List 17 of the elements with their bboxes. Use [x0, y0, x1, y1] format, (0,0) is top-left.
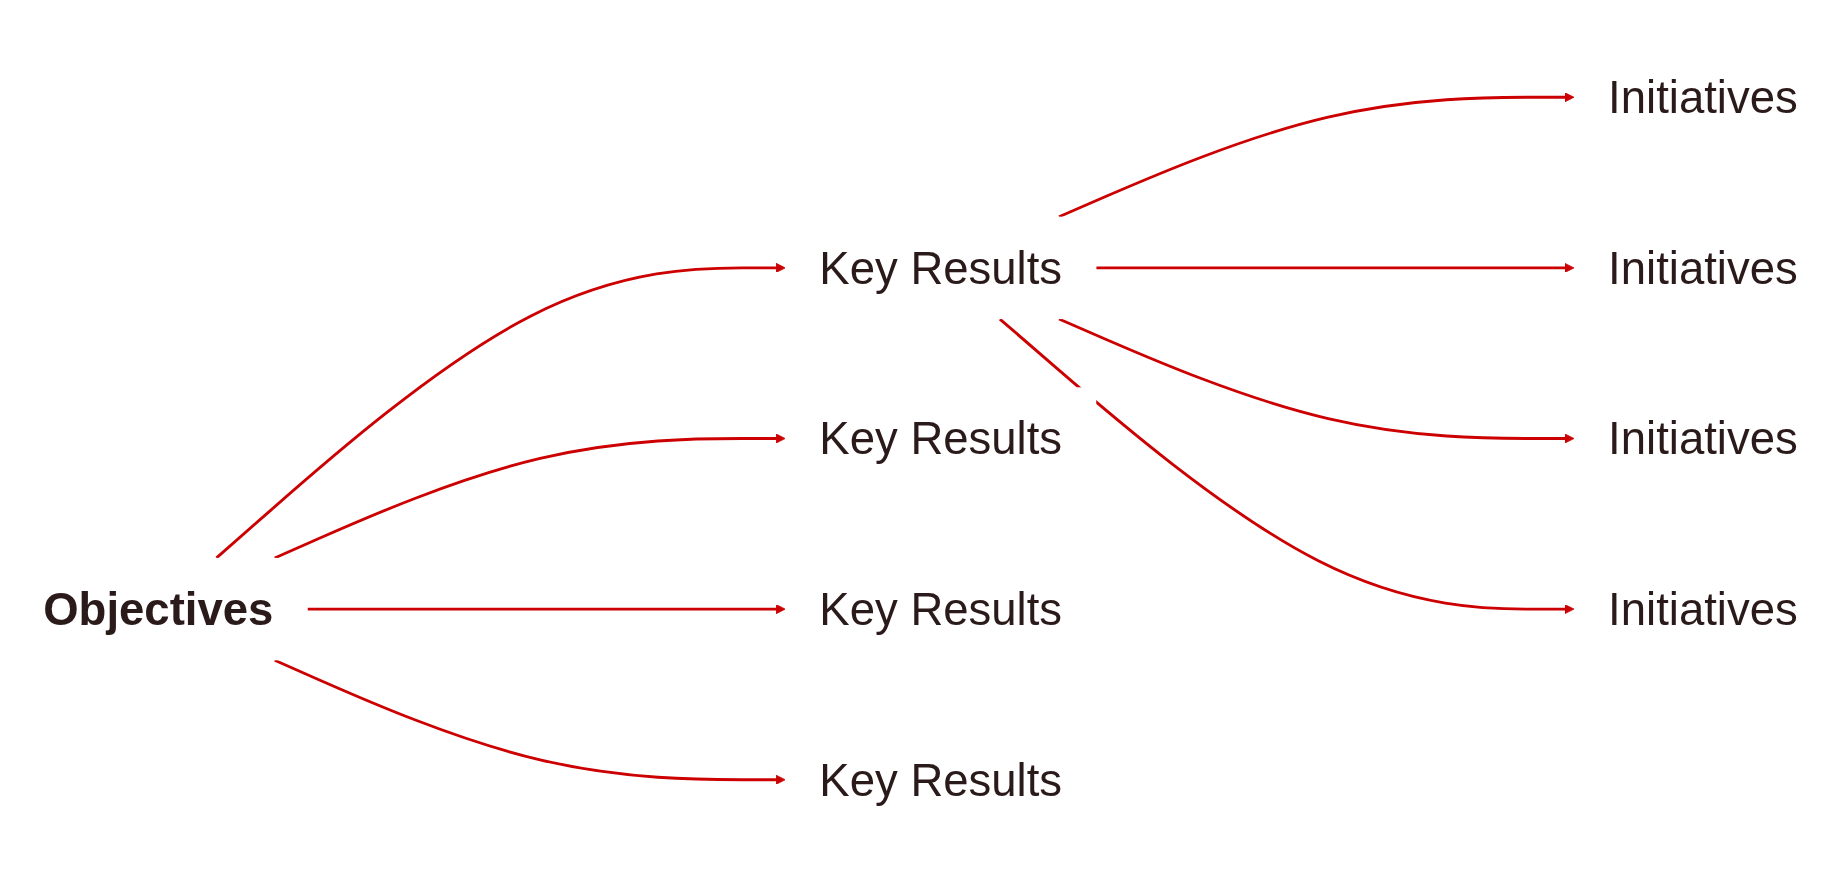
node-text: Initiatives — [1608, 413, 1798, 464]
arrow — [215, 262, 786, 559]
arrow — [307, 604, 786, 615]
arrow — [1058, 317, 1575, 444]
node-text: Initiatives — [1608, 72, 1798, 123]
node-text: Key Results — [819, 584, 1063, 635]
arrow — [274, 659, 786, 785]
arrow — [274, 433, 786, 560]
node-text: Key Results — [819, 413, 1063, 464]
node-text: Initiatives — [1608, 584, 1798, 635]
node-text: Objectives — [43, 584, 274, 635]
arrow — [998, 318, 1575, 615]
arrow — [1096, 262, 1575, 273]
node-text: Key Results — [819, 242, 1063, 293]
arrow — [1058, 92, 1575, 218]
node-text: Key Results — [819, 754, 1063, 805]
node-text: Initiatives — [1608, 242, 1798, 293]
